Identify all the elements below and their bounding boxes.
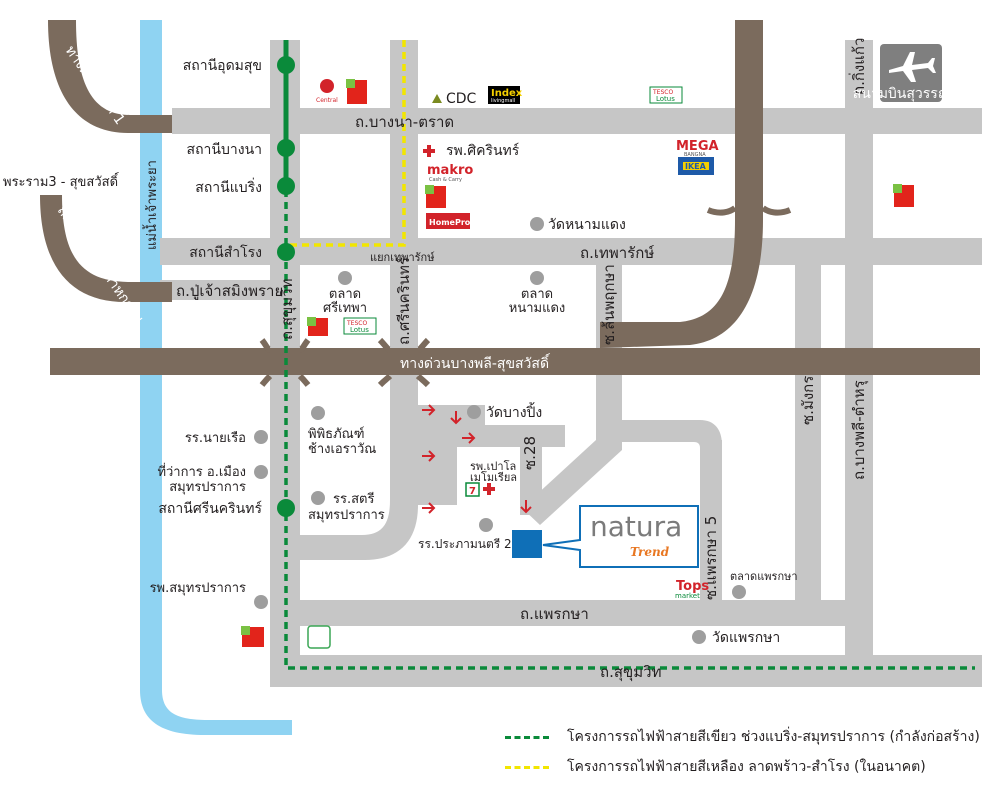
- plane-icon: [889, 52, 936, 82]
- place-label-district-1: ที่ว่าการ อ.เมือง: [157, 463, 246, 480]
- brand-lotus-1: Lotus: [656, 95, 675, 103]
- stations: [277, 56, 295, 517]
- brand-mega: MEGA: [676, 139, 719, 154]
- phraeksa5-road: [620, 420, 722, 460]
- legend-yellow-label: โครงการรถไฟฟ้าสายสีเหลือง ลาดพร้าว-สำโรง…: [567, 759, 926, 775]
- brand-makro: makro: [427, 163, 473, 178]
- place-label-paolo-2: เมโมเรียล: [470, 470, 517, 484]
- place-label-satri-1: รร.สตรี: [333, 491, 374, 507]
- road-label-srinakarin: ถ.ศรีนครินทร์: [395, 257, 413, 345]
- seven-eleven-icon: [465, 482, 480, 497]
- brand-ikea: IKEA: [685, 162, 707, 171]
- direction-arrows: [422, 404, 532, 514]
- brand-tops-sub: market: [675, 592, 700, 600]
- road-label-lanpho: ซ.ล้นพฤกษา: [600, 264, 618, 345]
- place-label-sirin: รพ.ศิครินทร์: [446, 142, 520, 159]
- srinakarin-lower-road: [300, 360, 418, 560]
- road-label-expressway: ทางด่วนบางพลี-สุขสวัสดิ์: [400, 353, 551, 372]
- brand-cdc: CDC: [446, 91, 477, 107]
- place-label-wat-nam-daeng: วัดหนามแดง: [548, 217, 626, 233]
- soi-diagonal-road: [522, 360, 622, 525]
- river: [140, 20, 292, 735]
- road-label-sukhumvit-bottom: ถ.สุขุมวิท: [600, 663, 661, 682]
- road-label-phraeksa: ถ.แพรกษา: [520, 605, 589, 623]
- place-label-paolo-1: รพ.เปาโล: [470, 459, 516, 473]
- project-callout: [542, 505, 699, 568]
- brand-makro-sub: Cash & Carry: [429, 177, 462, 183]
- place-label-nairuea: รร.นายเรือ: [185, 430, 246, 446]
- brand-tesco-1: TESCO: [652, 89, 673, 96]
- highways: [40, 20, 980, 375]
- road-label-junction: แยกเทพารักษ์: [370, 251, 435, 264]
- place-label-satri-2: สมุทรปราการ: [308, 508, 385, 523]
- expressway-ramps: [259, 205, 792, 388]
- place-markers: [254, 217, 746, 644]
- place-label-talad-sri-thepa-1: ตลาด: [329, 287, 361, 302]
- brand-index-sub: livingmall: [491, 98, 515, 104]
- road-label-pu-chao: ถ.ปู่เจ้าสมิงพราย: [176, 282, 283, 300]
- road-label-sukhumvit-vertical: ถ.สุขุมวิท: [278, 279, 297, 340]
- legend-green-line: [505, 735, 549, 739]
- brand-index: Index: [491, 88, 523, 99]
- road-label-kingkaew: ถ.กิ่งแก้ว: [848, 38, 868, 95]
- airport-label: สนามบินสุวรรณภูมิ: [853, 86, 970, 102]
- river-label: แม่น้ำเจ้าพระยา: [142, 160, 160, 250]
- brand-tesco-2: TESCO: [346, 320, 367, 327]
- brand-mega-sub: BANGNA: [684, 152, 706, 158]
- place-label-district-2: สมุทรปราการ: [169, 480, 246, 495]
- road-label-phraeksa5: ซ.แพรกษา 5: [702, 516, 720, 600]
- place-label-museum-1: พิพิธภัณฑ์: [308, 426, 365, 442]
- station-label-udomsuk: สถานีอุดมสุข: [183, 58, 262, 74]
- place-label-talad-sri-thepa-2: ศรีเทพา: [323, 300, 367, 316]
- place-label-hospital-samut: รพ.สมุทรปราการ: [150, 581, 246, 596]
- station-label-samrong: สถานีสำโรง: [189, 244, 262, 261]
- brand-tops: Tops: [676, 579, 709, 594]
- project-logo-natura: natura: [590, 510, 682, 543]
- green-line-dashed: [284, 190, 975, 670]
- legend-yellow: โครงการรถไฟฟ้าสายสีเหลือง ลาดพร้าว-สำโรง…: [505, 756, 926, 778]
- brand-central: Central: [316, 97, 338, 104]
- place-label-talad-nam-daeng-1: ตลาด: [521, 287, 553, 302]
- place-label-prakan: รร.ประภามนตรี 2: [418, 537, 512, 551]
- station-label-bangna: สถานีบางนา: [187, 142, 262, 158]
- brand-logos: [241, 77, 914, 649]
- project-logo-trend: Trend: [630, 545, 670, 559]
- pu-chao-road: [160, 280, 272, 300]
- road-label-mangkorn: ซ.มังกร: [799, 376, 817, 425]
- brand-homepro: HomePro: [429, 218, 471, 227]
- brand-lotus-2: Lotus: [350, 326, 369, 334]
- svg-text:7: 7: [469, 486, 476, 497]
- road-label-rama3: พระราม3 - สุขสวัสดิ์: [3, 172, 120, 190]
- station-label-bearing: สถานีแบริ่ง: [195, 178, 262, 196]
- place-label-talad-nam-daeng-2: หนามแดง: [509, 301, 566, 316]
- legend-yellow-line: [505, 765, 549, 769]
- legend-green-label: โครงการรถไฟฟ้าสายสีเขียว ช่วงแบริ่ง-สมุท…: [567, 729, 980, 745]
- hospital-icons: [423, 145, 495, 495]
- place-label-museum-2: ช้างเอราวัณ: [308, 442, 376, 457]
- legend-green: โครงการรถไฟฟ้าสายสีเขียว ช่วงแบริ่ง-สมุท…: [505, 726, 980, 748]
- place-label-talad-phraeksa: ตลาดแพรกษา: [730, 570, 798, 583]
- road-label-bangna-trat: ถ.บางนา-ตราด: [355, 113, 454, 131]
- road-label-bangphli-tamru: ถ.บางพลี-ตำหรุ: [850, 380, 869, 480]
- place-label-wat-bang-ping: วัดบางปิ้ง: [486, 402, 542, 421]
- station-label-srinakarin: สถานีศรีนครินทร์: [158, 500, 262, 517]
- project-marker: [512, 530, 542, 558]
- road-label-theparak: ถ.เทพารักษ์: [580, 244, 655, 262]
- place-label-wat-phraeksa: วัดแพรกษา: [712, 630, 780, 646]
- road-label-soi28: ซ.28: [521, 436, 539, 470]
- yellow-line-dashed: [286, 40, 406, 247]
